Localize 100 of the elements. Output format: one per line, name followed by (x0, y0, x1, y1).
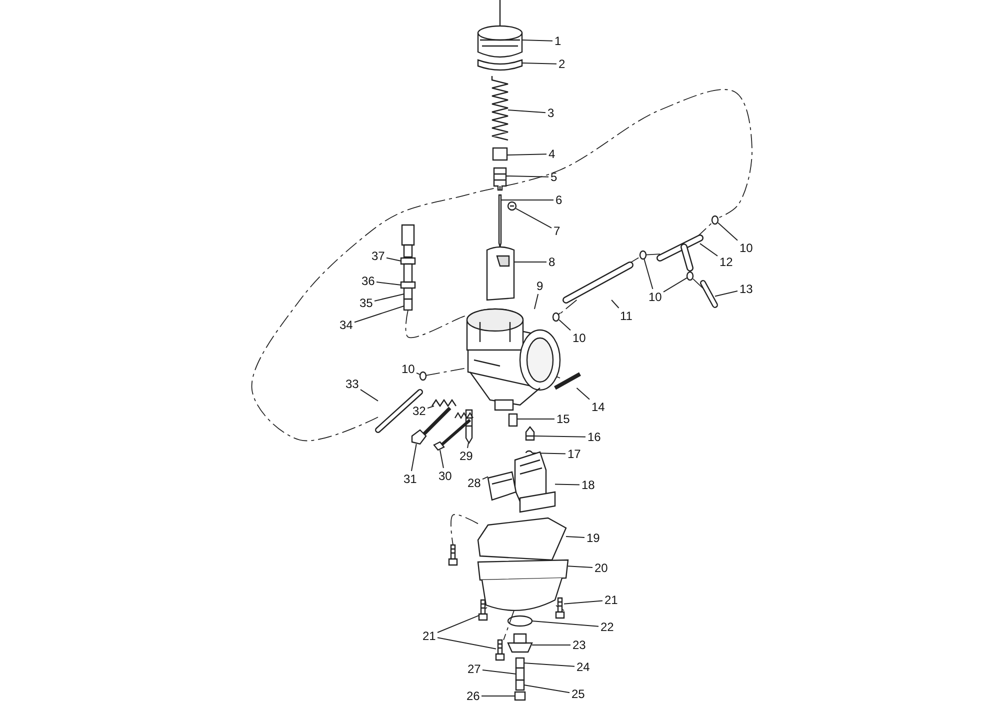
callout-number: 24 (576, 660, 590, 674)
drain-plug (507, 633, 533, 653)
callout-number: 20 (594, 561, 608, 575)
alignment-line (405, 310, 468, 338)
hose (562, 262, 634, 304)
callout-number: 7 (554, 224, 560, 238)
leader-line (427, 406, 434, 409)
leader-line (576, 388, 590, 400)
callout-number: 21 (604, 593, 618, 607)
callout-number: 36 (362, 274, 375, 288)
spring (491, 76, 509, 141)
leader-line (410, 444, 417, 472)
leader-line (374, 294, 404, 302)
leader-line (532, 644, 571, 646)
alignment-line (450, 514, 478, 546)
t-fitting (656, 234, 704, 272)
o-ring (507, 615, 533, 627)
leader-line (508, 110, 546, 114)
callout-number: 19 (586, 531, 600, 545)
leader-line (718, 222, 738, 241)
cap-seal (477, 59, 523, 71)
alignment-line (251, 89, 752, 442)
carburetor-body (466, 308, 561, 411)
alignment-line (558, 300, 578, 315)
screw (478, 599, 488, 621)
alignment-line (556, 605, 564, 611)
callout-number: 37 (372, 249, 385, 263)
callout-number: 3 (548, 106, 554, 120)
callout-number: 27 (468, 662, 481, 676)
leader-line (532, 452, 566, 454)
leader-line (522, 62, 557, 64)
tube (515, 667, 525, 681)
callout-number: 18 (582, 478, 595, 492)
leader-line (516, 208, 552, 228)
leader-line (564, 600, 603, 604)
leader-line (506, 176, 549, 178)
callout-number: 35 (360, 296, 373, 310)
hose-clamp (419, 371, 427, 381)
leader-line (360, 389, 378, 402)
leader-line (611, 300, 620, 308)
needle (498, 194, 502, 248)
jet (525, 426, 535, 441)
leader-line (440, 450, 444, 468)
leader-line (437, 637, 496, 650)
leader-line (534, 436, 586, 438)
callout-number: 5 (550, 170, 558, 184)
leader-line (554, 484, 580, 486)
hose-clamp (639, 250, 647, 260)
callout-number: 2 (558, 57, 566, 71)
spring (432, 398, 456, 408)
leader-line (506, 154, 547, 156)
leader-line (482, 670, 516, 674)
callout-number: 21 (422, 629, 436, 643)
screw (495, 639, 505, 661)
throttle-slide (486, 246, 515, 301)
callout-number: 10 (740, 241, 753, 255)
callout-number: 16 (588, 430, 601, 444)
needle-holder (493, 167, 507, 191)
tube-end (515, 679, 525, 691)
leader-line (467, 442, 469, 448)
cap (477, 0, 523, 58)
callout-number: 1 (554, 34, 562, 48)
callout-number: 13 (740, 282, 753, 296)
leader-line (566, 536, 585, 538)
cable-adjuster (400, 224, 416, 283)
leader-line (522, 40, 553, 42)
hose-clamp (686, 271, 694, 281)
leader-line (524, 684, 570, 694)
leader-line (700, 243, 718, 256)
callout-number: 26 (466, 689, 480, 703)
alignment-line (554, 376, 560, 378)
nut (400, 281, 416, 289)
leader-line (524, 662, 575, 667)
callout-number: 10 (648, 290, 662, 304)
leader-line (644, 258, 654, 290)
leader-line (663, 277, 688, 292)
callout-number: 30 (438, 469, 452, 483)
callout-number: 33 (346, 377, 359, 391)
leader-line (354, 306, 404, 323)
callout-number: 34 (340, 318, 353, 332)
rod (403, 298, 413, 311)
hose-clamp (711, 215, 719, 225)
clip (525, 450, 533, 454)
callout-number: 6 (556, 193, 562, 207)
alignment-line (692, 278, 704, 289)
pin (554, 372, 581, 390)
leader-line (532, 620, 599, 627)
nut (492, 147, 508, 161)
callout-number: 17 (568, 447, 581, 461)
leader-line (714, 290, 738, 297)
callout-number: 15 (556, 412, 570, 426)
leader-line (558, 319, 571, 331)
callout-number: 31 (404, 472, 417, 486)
callout-number: 32 (412, 404, 426, 418)
screw (411, 406, 452, 445)
gasket (477, 517, 567, 561)
leader-line (376, 282, 402, 286)
needle-clip (507, 201, 517, 211)
leader-line (482, 476, 488, 480)
jet (508, 413, 518, 427)
